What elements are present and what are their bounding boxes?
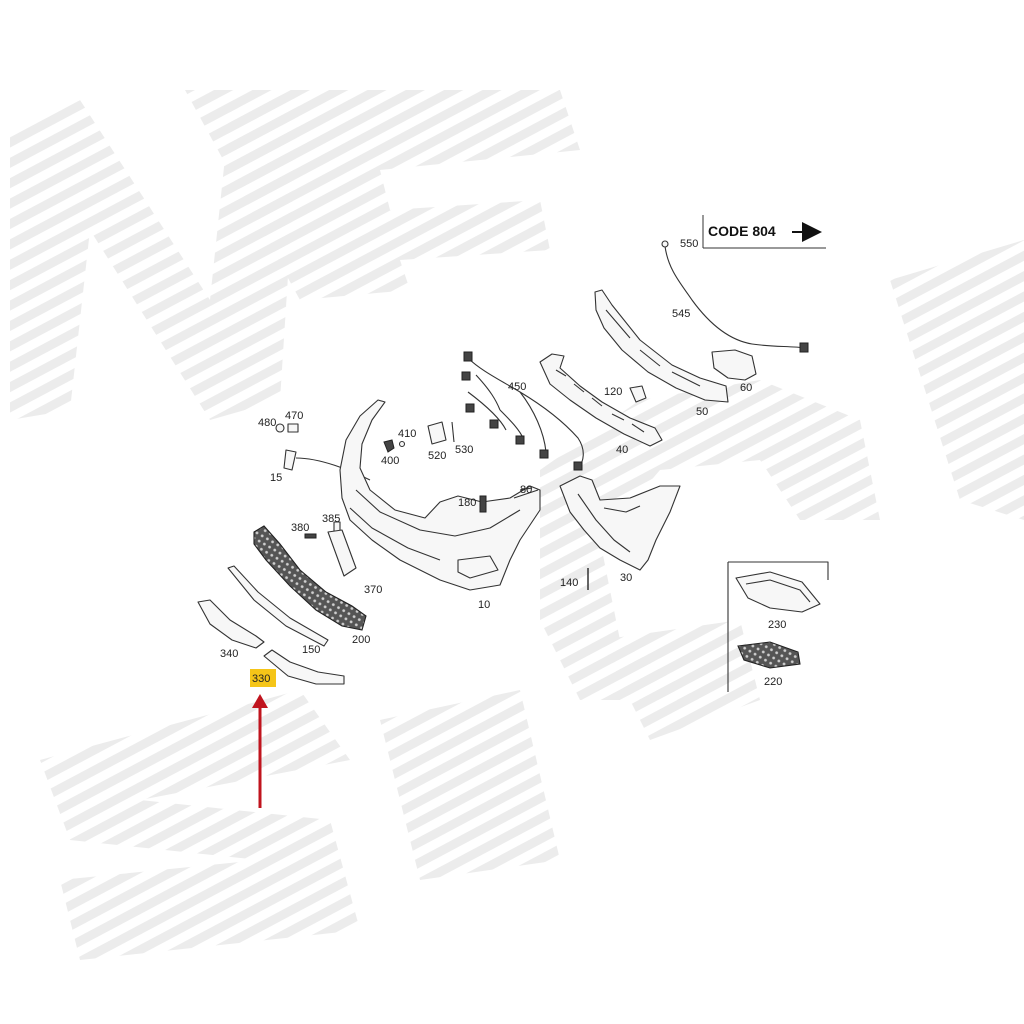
label-330: 330 [252, 673, 270, 685]
part-labels: 550 545 60 50 120 450 40 470 480 410 400… [220, 238, 786, 688]
label-220: 220 [764, 676, 782, 688]
part-470-480 [275, 423, 299, 433]
part-180-screw [479, 495, 487, 513]
code-804-callout: CODE 804 [702, 215, 826, 249]
part-450-harness [461, 351, 584, 471]
label-60: 60 [740, 382, 752, 394]
part-370-trim [327, 529, 357, 577]
label-530: 530 [455, 444, 473, 456]
label-140: 140 [560, 577, 578, 589]
arrow-up-icon [252, 694, 268, 808]
code-label: CODE 804 [708, 223, 776, 239]
label-550: 550 [680, 238, 698, 250]
label-470: 470 [285, 410, 303, 422]
label-400: 400 [381, 455, 399, 467]
part-60-bracket [711, 349, 757, 381]
inset-220-230 [727, 561, 829, 692]
label-30: 30 [620, 572, 632, 584]
part-30-carrier [559, 475, 681, 571]
label-230: 230 [768, 619, 786, 631]
part-120-clip [629, 385, 647, 403]
label-480: 480 [258, 417, 276, 429]
label-120: 120 [604, 386, 622, 398]
highlight-330 [250, 669, 276, 687]
part-50-support [594, 289, 729, 403]
label-150: 150 [302, 644, 320, 656]
label-370: 370 [364, 584, 382, 596]
label-200: 200 [352, 634, 370, 646]
label-180: 180 [458, 497, 476, 509]
label-410: 410 [398, 428, 416, 440]
label-10: 10 [478, 599, 490, 611]
part-40-absorber [539, 353, 663, 447]
label-380: 380 [291, 522, 309, 534]
label-15: 15 [270, 472, 282, 484]
part-80-strip [513, 489, 539, 499]
part-10-bumper [339, 399, 541, 591]
part-520-sensor [427, 421, 455, 445]
label-450: 450 [508, 381, 526, 393]
label-80: 80 [520, 484, 532, 496]
label-40: 40 [616, 444, 628, 456]
part-200-grille [253, 525, 367, 631]
part-150-strip [227, 565, 329, 647]
part-330-trim [263, 649, 345, 685]
label-520: 520 [428, 450, 446, 462]
label-545: 545 [672, 308, 690, 320]
part-400-410 [383, 439, 406, 453]
label-50: 50 [696, 406, 708, 418]
label-340: 340 [220, 648, 238, 660]
label-385: 385 [322, 513, 340, 525]
watermark [10, 90, 1024, 960]
wiring-545 [661, 240, 809, 353]
part-340-spoiler [197, 599, 265, 649]
